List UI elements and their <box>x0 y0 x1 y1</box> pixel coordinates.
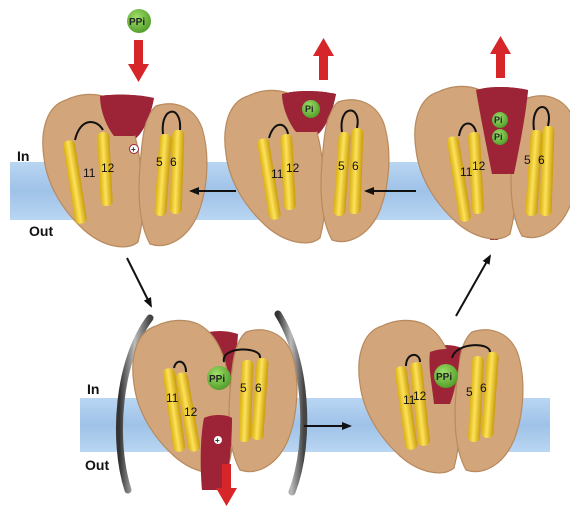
svg-text:12: 12 <box>101 161 115 175</box>
svg-text:11: 11 <box>271 167 284 181</box>
svg-text:5: 5 <box>156 155 163 169</box>
ppi-entry-arrow <box>128 40 149 82</box>
state-2-release-arrow <box>313 38 334 80</box>
arrow-state1-to-state4 <box>127 258 151 306</box>
state-4-protein: + <box>133 320 297 490</box>
bottom-in-label: In <box>87 381 99 397</box>
svg-text:6: 6 <box>480 381 487 395</box>
svg-text:Pi: Pi <box>494 115 503 125</box>
ppi-incoming-label: PPi <box>129 17 145 28</box>
svg-text:11: 11 <box>83 166 96 180</box>
svg-text:6: 6 <box>538 153 545 167</box>
svg-text:6: 6 <box>255 381 262 395</box>
svg-text:PPi: PPi <box>209 374 225 385</box>
svg-text:12: 12 <box>286 161 300 175</box>
svg-text:+: + <box>215 436 220 445</box>
svg-text:12: 12 <box>413 389 427 403</box>
svg-text:PPi: PPi <box>436 372 452 383</box>
svg-text:Pi: Pi <box>305 104 314 114</box>
svg-text:5: 5 <box>524 153 531 167</box>
svg-text:6: 6 <box>352 159 359 173</box>
state-3-release-arrow <box>490 36 511 78</box>
svg-text:12: 12 <box>472 159 486 173</box>
arrow-state5-to-state3 <box>456 256 490 316</box>
svg-text:11: 11 <box>166 391 179 405</box>
bottom-out-label: Out <box>85 457 109 473</box>
svg-text:5: 5 <box>466 385 473 399</box>
svg-text:Pi: Pi <box>494 132 503 142</box>
svg-text:5: 5 <box>338 159 345 173</box>
svg-text:6: 6 <box>170 155 177 169</box>
svg-text:5: 5 <box>240 381 247 395</box>
top-in-label: In <box>17 148 29 164</box>
top-out-label: Out <box>29 223 53 239</box>
svg-text:+: + <box>131 145 136 154</box>
svg-text:11: 11 <box>460 165 473 179</box>
svg-text:12: 12 <box>184 405 198 419</box>
